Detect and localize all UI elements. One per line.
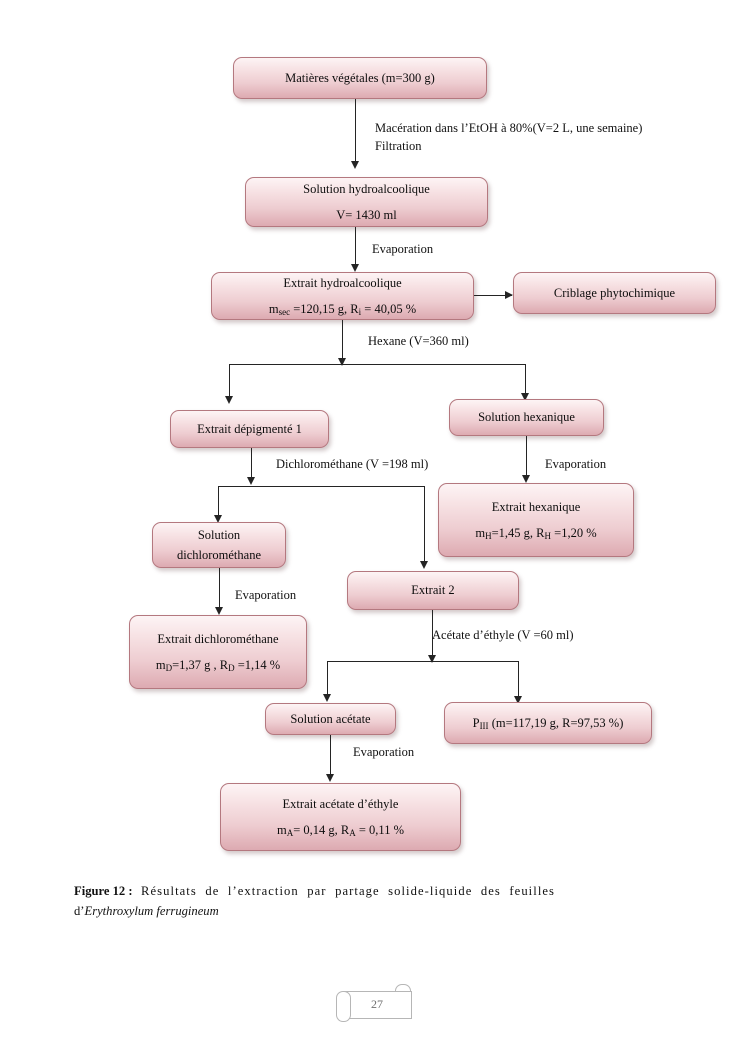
figure-caption-line2-prefix: d’ — [74, 903, 85, 918]
node-extrait-hexanique[interactable]: Extrait hexanique mH=1,45 g, RH =1,20 % — [438, 483, 634, 557]
node-extrait-acetate-ethyle-line1: Extrait acétate d’éthyle — [282, 797, 399, 812]
node-extrait-acetate-ethyle-line2: mA= 0,14 g, RA = 0,11 % — [277, 822, 404, 839]
node-extrait-dichloromethane-line1: Extrait dichlorométhane — [157, 632, 279, 647]
node-extrait-depigmente-1[interactable]: Extrait dépigmenté 1 — [170, 410, 329, 448]
connector-matieres-to-solution — [355, 99, 357, 163]
connector-solution-dcm-to-extrait-dcm — [219, 568, 221, 610]
split-branch-right-hexanique — [525, 364, 527, 396]
node-extrait-hexanique-line2: mH=1,45 g, RH =1,20 % — [475, 525, 597, 542]
node-solution-hexanique[interactable]: Solution hexanique — [449, 399, 604, 436]
split-branch-right-precipite — [518, 661, 520, 699]
subscript-a1: A — [286, 828, 294, 839]
arrowhead-to-solution-hexanique — [521, 393, 529, 401]
node-extrait-depigmente-1-line1: Extrait dépigmenté 1 — [197, 421, 302, 436]
node-extrait-hydroalcoolique-line2: msec =120,15 g, Ri = 40,05 % — [268, 301, 417, 318]
edge-label-maceration-line2: Filtration — [375, 138, 422, 153]
arrowhead-to-extrait-acetate — [326, 774, 334, 782]
node-criblage-phytochimique-line1: Criblage phytochimique — [553, 285, 676, 300]
node-extrait-2-line1: Extrait 2 — [411, 583, 455, 598]
node-extrait-dichloromethane[interactable]: Extrait dichlorométhane mD=1,37 g , RD =… — [129, 615, 307, 689]
arrowhead-to-extrait-2 — [420, 561, 428, 569]
figure-caption: Figure 12 : Résultats de l’extraction pa… — [74, 882, 668, 921]
node-solution-acetate[interactable]: Solution acétate — [265, 703, 396, 735]
figure-caption-text: Résultats de l’extraction par partage so… — [132, 884, 556, 898]
node-extrait-dichloromethane-line2: mD=1,37 g , RD =1,14 % — [155, 657, 281, 674]
subscript-i: i — [358, 307, 362, 318]
arrowhead-to-extrait-dcm — [215, 607, 223, 615]
node-solution-hydroalcoolique-line1: Solution hydroalcoolique — [303, 182, 430, 197]
subscript-d2: D — [228, 663, 235, 674]
arrowhead-hexane-split — [338, 358, 346, 366]
figure-caption-label: Figure 12 : — [74, 884, 133, 898]
arrowhead-extrait-to-criblage — [505, 291, 513, 299]
node-precipite-p3[interactable]: PIII (m=117,19 g, R=97,53 %) — [444, 702, 652, 744]
connector-depigmente-to-dcm-split — [251, 448, 253, 480]
split-branch-left-solution-dcm — [218, 486, 220, 518]
edge-label-maceration: Macération dans l’EtOH à 80%(V=2 L, une … — [375, 120, 642, 156]
arrowhead-to-solution-acetate — [323, 694, 331, 702]
arrowhead-to-solution-dcm — [214, 515, 222, 523]
node-solution-dichloromethane-line1: Solution — [197, 528, 241, 543]
edge-label-evaporation-acetate: Evaporation — [353, 745, 415, 759]
connector-hexanique-to-extrait-hexanique — [526, 436, 528, 478]
connector-extrait-2-to-acetate-split — [432, 610, 434, 658]
arrowhead-dcm-split — [247, 477, 255, 485]
node-criblage-phytochimique[interactable]: Criblage phytochimique — [513, 272, 716, 314]
split-branch-right-extrait-2 — [424, 486, 426, 564]
arrowhead-to-depigmente — [225, 396, 233, 404]
subscript-h2: H — [544, 531, 552, 542]
node-solution-dichloromethane[interactable]: Solution dichlorométhane — [152, 522, 286, 568]
edge-label-evaporation-dcm: Evaporation — [235, 588, 297, 602]
connector-solution-acetate-to-extrait-acetate — [330, 735, 332, 777]
subscript-sec: sec — [278, 307, 291, 318]
split-branch-left-depigmente — [229, 364, 231, 399]
page-number: 27 — [371, 996, 383, 1011]
node-extrait-hydroalcoolique[interactable]: Extrait hydroalcoolique msec =120,15 g, … — [211, 272, 474, 320]
node-precipite-p3-line1: PIII (m=117,19 g, R=97,53 %) — [472, 715, 624, 732]
edge-label-evaporation-1: Evaporation — [372, 242, 434, 256]
connector-extrait-to-criblage — [474, 295, 512, 297]
node-extrait-hexanique-line1: Extrait hexanique — [491, 500, 581, 515]
page-footer: 27 — [332, 982, 418, 1026]
node-extrait-hydroalcoolique-line1: Extrait hydroalcoolique — [283, 276, 402, 291]
subscript-h1: H — [485, 531, 492, 542]
scroll-curl-left-icon — [336, 991, 351, 1022]
node-extrait-acetate-ethyle[interactable]: Extrait acétate d’éthyle mA= 0,14 g, RA … — [220, 783, 461, 851]
node-extrait-2[interactable]: Extrait 2 — [347, 571, 519, 610]
node-matieres-vegetales-line1: Matières végétales (m=300 g) — [285, 70, 435, 85]
edge-label-evaporation-hexane: Evaporation — [545, 457, 607, 471]
arrowhead-acetate-split — [428, 655, 436, 663]
subscript-iii: III — [479, 721, 489, 732]
edge-label-hexane: Hexane (V=360 ml) — [368, 334, 469, 348]
arrowhead-matieres-to-solution — [351, 161, 359, 169]
arrowhead-solution-to-extrait — [351, 264, 359, 272]
node-solution-hydroalcoolique-line2: V= 1430 ml — [336, 207, 397, 222]
node-solution-hexanique-line1: Solution hexanique — [478, 410, 575, 425]
node-solution-dichloromethane-line2: dichlorométhane — [177, 547, 261, 562]
node-solution-hydroalcoolique[interactable]: Solution hydroalcoolique V= 1430 ml — [245, 177, 488, 227]
node-solution-acetate-line1: Solution acétate — [290, 711, 371, 726]
arrowhead-to-precipite — [514, 696, 522, 704]
subscript-d1: D — [165, 663, 173, 674]
edge-label-acetate-ethyle: Acétate d’éthyle (V =60 ml) — [432, 628, 574, 642]
arrowhead-to-extrait-hexanique — [522, 475, 530, 483]
figure-caption-species: Erythroxylum ferrugineum — [84, 903, 219, 918]
split-bus-acetate — [327, 661, 519, 663]
node-matieres-vegetales[interactable]: Matières végétales (m=300 g) — [233, 57, 487, 99]
connector-solution-to-extrait — [355, 227, 357, 266]
edge-label-maceration-line1: Macération dans l’EtOH à 80%(V=2 L, une … — [375, 121, 643, 135]
split-branch-left-solution-acetate — [327, 661, 329, 697]
scroll-banner-icon — [344, 991, 412, 1019]
subscript-a2: A — [349, 828, 356, 839]
edge-label-dichloromethane: Dichlorométhane (V =198 ml) — [276, 457, 429, 471]
split-bus-hexane — [229, 364, 526, 366]
connector-extrait-to-hexane-split — [342, 320, 344, 362]
split-bus-dcm — [218, 486, 425, 488]
